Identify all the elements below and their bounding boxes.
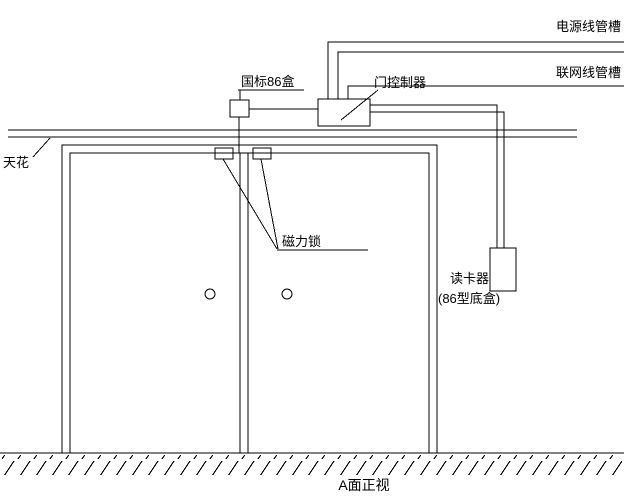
power-conduit-lines xyxy=(327,41,624,99)
magnetic-locks xyxy=(214,147,368,251)
diagram-labels: 电源线管槽 联网线管槽 国标86盒 门控制器 天花 磁力锁 读卡器 (86型底盒… xyxy=(3,19,621,493)
reader-conduit-line-2 xyxy=(370,111,505,248)
double-door xyxy=(61,144,438,453)
card-reader-label: 读卡器 xyxy=(450,271,489,286)
reader-conduit-lines xyxy=(370,104,505,248)
magnetic-lock-leader-left xyxy=(222,158,278,250)
gb86-box xyxy=(229,99,250,118)
card-reader-sub-label: (86型底盒) xyxy=(438,291,500,306)
magnetic-lock-leader-right xyxy=(260,158,279,250)
magnetic-lock-label: 磁力锁 xyxy=(282,234,321,249)
door-frame-inner xyxy=(69,152,430,453)
ground-hatching xyxy=(2,455,622,475)
reader-conduit-line-1 xyxy=(370,104,498,248)
door-frame-outer xyxy=(61,144,438,453)
network-conduit-lines xyxy=(347,85,624,99)
network-conduit-line xyxy=(347,85,624,99)
ceiling-lines xyxy=(8,129,577,158)
power-conduit-line-2 xyxy=(337,51,624,99)
power-conduit-label: 电源线管槽 xyxy=(556,19,621,34)
view-caption: A面正视 xyxy=(338,477,389,493)
card-reader-box xyxy=(489,247,517,292)
ceiling-label: 天花 xyxy=(3,155,29,170)
right-door-knob xyxy=(281,288,293,300)
magnetic-lock-left xyxy=(214,147,234,160)
gb86-junction-box xyxy=(229,89,318,153)
power-conduit-line-1 xyxy=(327,41,624,99)
ceiling-leader-line xyxy=(32,137,51,158)
network-conduit-label: 联网线管槽 xyxy=(556,65,621,80)
left-door-knob xyxy=(204,288,216,300)
door-controller-leader-line xyxy=(340,89,379,121)
magnetic-lock-right xyxy=(252,147,272,160)
card-reader xyxy=(489,247,517,292)
gb86-box-label: 国标86盒 xyxy=(241,74,294,89)
ground xyxy=(0,452,624,475)
door-controller-label: 门控制器 xyxy=(374,75,426,90)
